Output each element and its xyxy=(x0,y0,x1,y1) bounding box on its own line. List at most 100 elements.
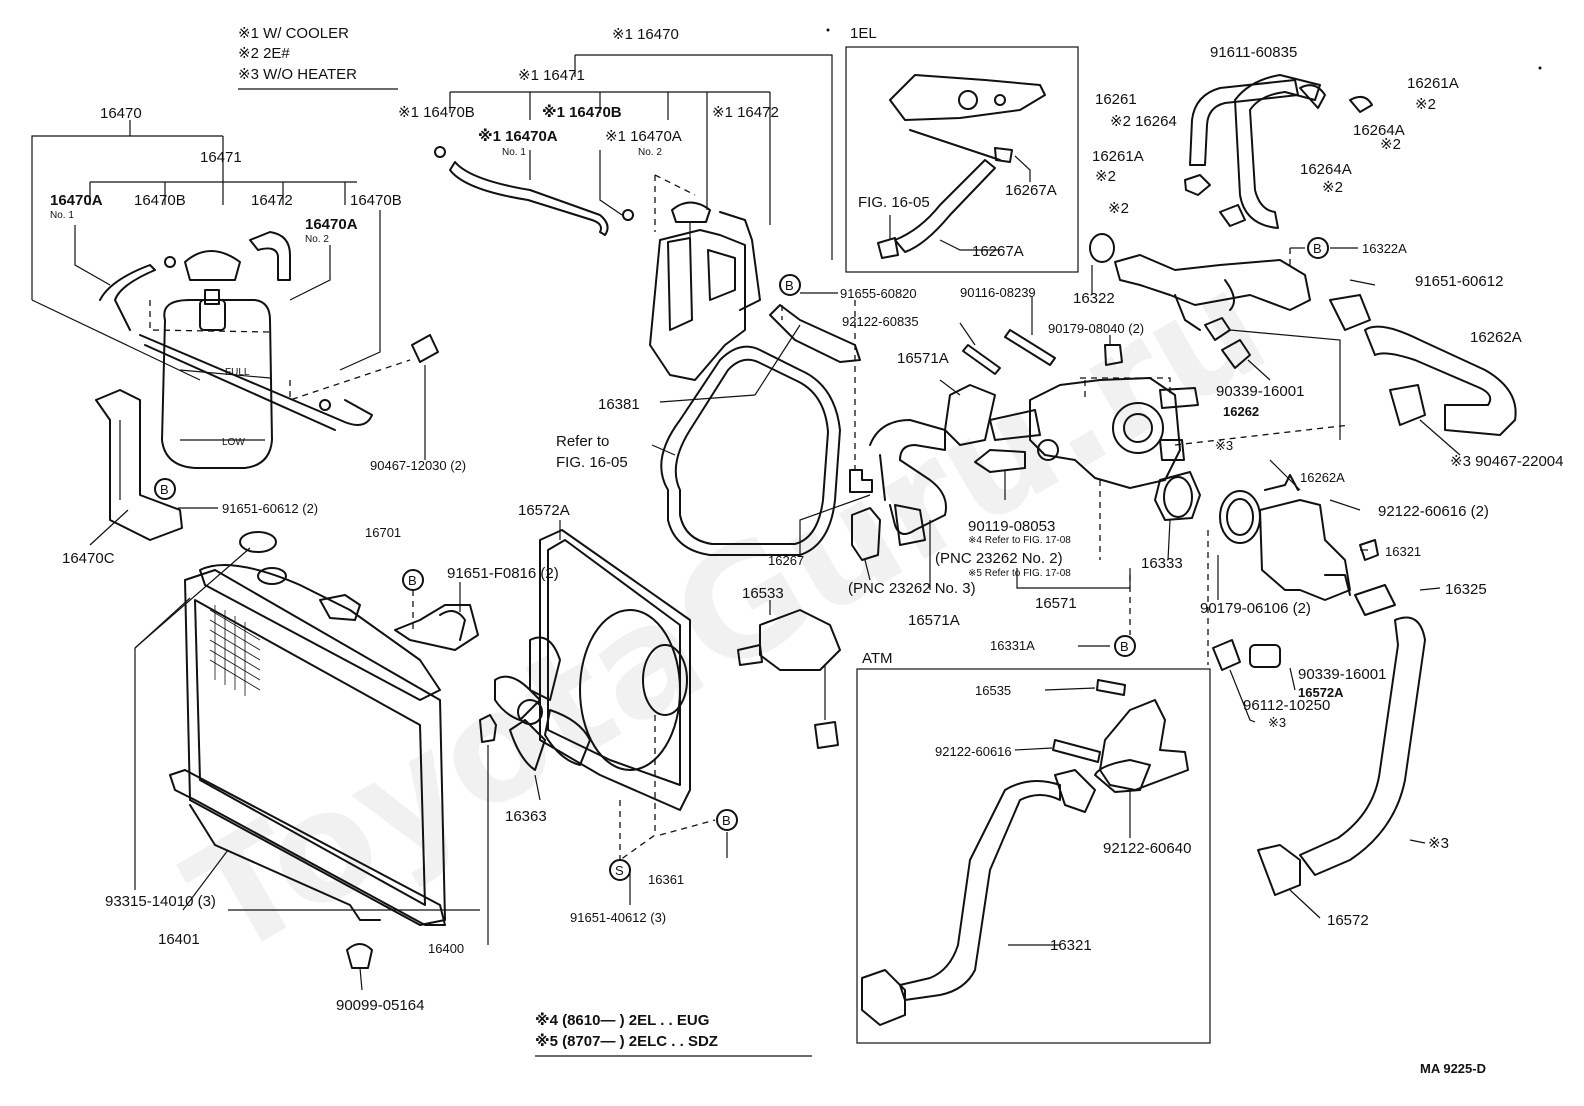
note-3: ※3 W/O HEATER xyxy=(238,66,357,83)
label-16262A-bottom: ※3 90467-22004 xyxy=(1450,453,1564,470)
label-top-16470A-no1-sub: No. 1 xyxy=(502,147,526,158)
badge-b-icon: B xyxy=(1307,237,1329,259)
reservoir-top-group xyxy=(434,54,833,381)
note-2: ※2 2E# xyxy=(238,45,290,62)
svg-text:FULL: FULL xyxy=(225,367,250,378)
note-1: ※1 W/ COOLER xyxy=(238,25,349,42)
label-90116-08239: 90116-08239 xyxy=(960,285,1036,300)
label-16262A-top: 91651-60612 xyxy=(1415,273,1503,290)
label-16261A-right-mark: 16261A xyxy=(1407,75,1459,92)
label-16264A-top: ※2 xyxy=(1380,136,1401,153)
svg-text:B: B xyxy=(1120,639,1129,654)
svg-text:B: B xyxy=(160,482,169,497)
box-1el xyxy=(845,46,1079,273)
label-16261-mark: 16261 xyxy=(1095,91,1137,108)
label-90339-16001-top-mark: 90339-16001 xyxy=(1216,383,1304,400)
radiator-group xyxy=(134,531,497,991)
label-top-16470B: ※1 16470B xyxy=(398,104,475,121)
label-top-16472: ※1 16472 xyxy=(712,104,779,121)
label-refer-17-08-b: (PNC 23262 No. 2) xyxy=(935,550,1063,567)
label-16333: 16571 xyxy=(1035,595,1077,612)
label-top-16470A-no1: ※1 16470A xyxy=(478,127,558,145)
label-91651-60612: 16322A xyxy=(1362,241,1407,256)
svg-text:B: B xyxy=(785,278,794,293)
label-16322A: 16322 xyxy=(1073,290,1115,307)
label-90179-06106: 16321 xyxy=(1385,544,1421,559)
label-top-16470B-b: ※1 16470B xyxy=(542,103,622,121)
label-16470A-no2: 16470A xyxy=(305,216,358,233)
badge-b-icon: B xyxy=(1114,635,1136,657)
box-atm xyxy=(856,668,1211,1044)
label-16321-atm: 92122-60640 xyxy=(1103,840,1191,857)
label-16264A-mid-mark: 16264A xyxy=(1300,161,1352,178)
section-atm: ATM xyxy=(862,650,893,667)
badge-b-icon: B xyxy=(779,274,801,296)
label-16701: 16572A xyxy=(518,502,570,519)
label-16470A-no1-sub: No. 1 xyxy=(50,210,74,221)
label-91611-60835: 16331A xyxy=(990,638,1035,653)
label-96112-10250-mark: 96112-10250 xyxy=(1243,697,1330,714)
label-16472: 16472 xyxy=(251,192,293,209)
footer-note-5: ※5 (8707— ) 2ELC . . SDZ xyxy=(535,1032,718,1050)
label-90339-16001-bottom-mark: 90339-16001 xyxy=(1298,666,1386,683)
label-16267A-left: FIG. 16-05 xyxy=(858,194,930,211)
label-16261A-left-mark: 16261A xyxy=(1092,148,1144,165)
belt-group xyxy=(651,292,873,556)
label-16471: 16471 xyxy=(200,149,242,166)
label-92122-60616-atm: 16535 xyxy=(975,683,1011,698)
label-16571A-top: 16571A xyxy=(897,350,949,367)
label-refer-16-05-a: Refer to xyxy=(556,433,609,450)
label-16571A-bottom: (PNC 23262 No. 3) xyxy=(848,580,976,597)
label-91651-40612: 16361 xyxy=(648,872,684,887)
label-16262: 16262A xyxy=(1470,329,1522,346)
label-16470C: 16470C xyxy=(62,550,115,567)
svg-text:B: B xyxy=(408,573,417,588)
label-16470: 16470 xyxy=(100,105,142,122)
label-16533: 91651-F0816 (2) xyxy=(447,565,559,582)
badge-b-icon: B xyxy=(402,569,424,591)
label-16470A-no1: 16470A xyxy=(50,192,103,209)
label-93315-14010: 91651-40612 (3) xyxy=(570,910,666,925)
label-16361: 16363 xyxy=(505,808,547,825)
label-16322: ※2 xyxy=(1108,200,1129,217)
label-90099-05164: 16400 xyxy=(428,941,464,956)
badge-b-icon: B xyxy=(154,478,176,500)
label-16535: 90099-05164 xyxy=(336,997,424,1014)
label-16325: 90179-06106 (2) xyxy=(1200,600,1311,617)
label-16470B-b: 16470B xyxy=(350,192,402,209)
label-16267A-right: 16267A xyxy=(1005,182,1057,199)
label-92122-60616-2: 16262A xyxy=(1300,470,1345,485)
label-16470A-no2-sub: No. 2 xyxy=(305,234,329,245)
label-refer-16-05-b: FIG. 16-05 xyxy=(556,454,628,471)
footer-notes: ※4 (8610— ) 2EL . . EUG ※5 (8707— ) 2ELC… xyxy=(535,1011,812,1057)
label-16572-atm: 16321 xyxy=(1050,937,1092,954)
label-16321-top: 92122-60616 (2) xyxy=(1378,503,1489,520)
label-16264A-mid: ※2 xyxy=(1322,179,1343,196)
svg-text:S: S xyxy=(615,863,624,878)
label-16401: 93315-14010 (3) xyxy=(105,893,216,910)
label-16267: 16267A xyxy=(972,243,1024,260)
mount-group xyxy=(394,582,479,651)
housing-group xyxy=(851,297,1351,635)
reservoir-left-group: FULL LOW xyxy=(31,120,439,546)
badge-b-icon: B xyxy=(716,809,738,831)
label-92122-60835: 92122-60835 xyxy=(842,314,919,329)
svg-text:LOW: LOW xyxy=(222,437,245,448)
label-refer-17-08-a: 90119-08053 xyxy=(968,518,1055,535)
label-16331A: 16333 xyxy=(1141,555,1183,572)
label-96112-10250: ※3 xyxy=(1268,715,1286,730)
svg-text:B: B xyxy=(1313,241,1322,256)
label-refer-17-08-b-sub: ※5 Refer to FIG. 17-08 xyxy=(968,568,1071,579)
label-90119-08053: 16267 xyxy=(768,553,804,568)
heater-hose-group xyxy=(1089,74,1517,456)
label-91651-60612-2: 91651-60612 (2) xyxy=(222,501,318,516)
label-16363: 16533 xyxy=(742,585,784,602)
label-90467-22004: ※3 xyxy=(1215,438,1233,453)
label-92122-60640: 92122-60616 xyxy=(935,744,1012,759)
label-refer-17-08-a-sub: ※4 Refer to FIG. 17-08 xyxy=(968,535,1071,546)
watermark: ToyotaGuru.ru xyxy=(161,237,1294,992)
svg-text:B: B xyxy=(722,813,731,828)
label-16261A-left: ※2 xyxy=(1095,168,1116,185)
label-top-16470A-no2: ※1 16470A xyxy=(605,128,682,145)
